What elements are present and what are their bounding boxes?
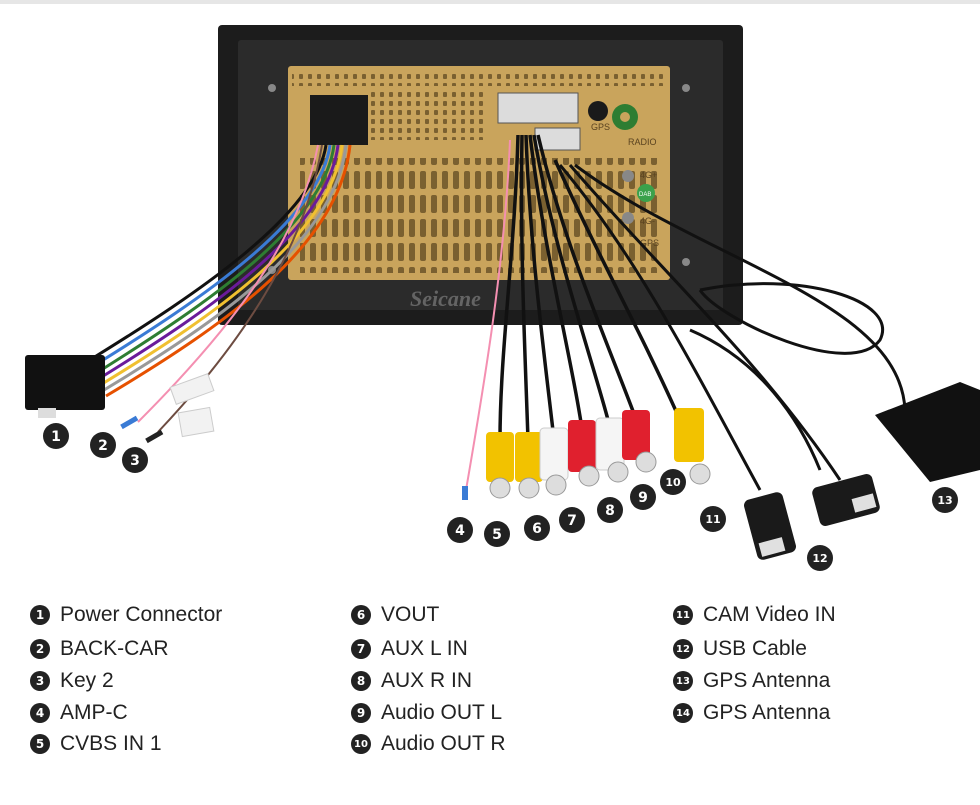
callout-10: 10 [660,469,686,495]
legend-number: 9 [351,703,371,723]
watermark: Seicane [410,286,481,311]
legend-label: AMP-C [60,701,128,724]
legend-number: 7 [351,639,371,659]
callout-3: 3 [122,447,148,473]
wiring-diagram: GPS RADIO 4G+ 4G- GPS DAB Seicane [25,25,980,571]
legend-label: CAM Video IN [703,603,836,626]
4g-minus-label: 4G- [640,216,655,226]
power-harness [92,144,352,433]
legend-label: Power Connector [60,603,223,626]
callout-4: 4 [447,517,473,543]
power-connector [25,355,105,410]
legend-label: AUX R IN [381,669,473,692]
dab-badge-label: DAB [639,192,651,198]
gps-port-label: GPS [591,122,610,132]
rca-plugs [486,408,711,499]
legend-number: 4 [30,703,50,723]
legend-label: Key 2 [60,669,114,692]
legend-number: 2 [30,639,50,659]
legend-label: VOUT [381,603,440,626]
svg-text:6: 6 [532,521,542,537]
callout-2: 2 [90,432,116,458]
usb-gps-cables [558,163,907,491]
legend-number: 12 [673,639,693,659]
svg-text:1: 1 [51,429,61,445]
legend-number: 8 [351,671,371,691]
legend-label: CVBS IN 1 [60,732,162,755]
legend-item-aux-l-in: 7 AUX L IN [351,637,468,661]
svg-text:13: 13 [937,494,952,507]
legend-label: GPS Antenna [703,669,831,692]
callout-9: 9 [630,484,656,510]
callout-7: 7 [559,507,585,533]
radio-port-label: RADIO [628,137,657,147]
callout-5: 5 [484,521,510,547]
legend-item-amp-c: 4 AMP-C [30,701,128,725]
svg-text:4: 4 [455,523,465,539]
callout-badges: 1 2 3 4 5 6 7 8 9 10 11 12 13 [43,423,958,571]
callout-8: 8 [597,497,623,523]
legend-number: 1 [30,605,50,625]
legend-item-vout: 6 VOUT [351,603,439,627]
legend-label: USB Cable [703,637,807,660]
svg-text:11: 11 [705,513,720,526]
legend-number: 5 [30,734,50,754]
legend-item-cvbs-in-1: 5 CVBS IN 1 [30,732,162,756]
legend-label: BACK-CAR [60,637,169,660]
legend-item-key-2: 3 Key 2 [30,669,114,693]
svg-text:7: 7 [567,513,577,529]
gps-antenna [875,382,980,482]
usb-connector-2 [812,474,880,526]
legend-item-back-car: 2 BACK-CAR [30,637,169,661]
callout-11: 11 [700,506,726,532]
svg-text:9: 9 [638,490,648,506]
legend-label: GPS Antenna [703,701,831,724]
legend-item-audio-out-r: 10 Audio OUT R [351,732,506,756]
legend-item-gps-antenna: 13 GPS Antenna [673,669,830,693]
svg-text:10: 10 [665,476,681,489]
legend-item-cam-video-in: 11 CAM Video IN [673,603,836,627]
callout-6: 6 [524,515,550,541]
legend-item-aux-r-in: 8 AUX R IN [351,669,472,693]
legend-item-audio-out-l: 9 Audio OUT L [351,701,502,725]
callout-1: 1 [43,423,69,449]
gps-bottom-label: GPS [640,238,659,248]
legend-number: 3 [30,671,50,691]
legend-label: Audio OUT R [381,732,506,755]
legend-item-power-connector: 1 Power Connector [30,603,222,627]
legend-number: 13 [673,671,693,691]
av-harness [465,134,682,491]
legend-label: AUX L IN [381,637,468,660]
av-port [497,92,579,124]
legend-number: 11 [673,605,693,625]
svg-text:8: 8 [605,503,615,519]
legend-number: 6 [351,605,371,625]
svg-text:12: 12 [812,552,827,565]
legend-item-usb-cable: 12 USB Cable [673,637,807,661]
head-unit: GPS RADIO 4G+ 4G- GPS DAB Seicane [218,25,743,325]
legend-number: 14 [673,703,693,723]
legend-item-gps-antenna-2: 14 GPS Antenna [673,701,830,725]
gps-port [588,101,608,121]
4g-plus-label: 4G+ [640,170,657,180]
top-border [0,0,980,4]
callout-12: 12 [807,545,833,571]
legend-label: Audio OUT L [381,701,503,724]
svg-text:2: 2 [98,438,108,454]
callout-13: 13 [932,487,958,513]
legend-number: 10 [351,734,371,754]
svg-text:5: 5 [492,527,502,543]
power-port [310,95,368,145]
svg-text:3: 3 [130,453,140,469]
